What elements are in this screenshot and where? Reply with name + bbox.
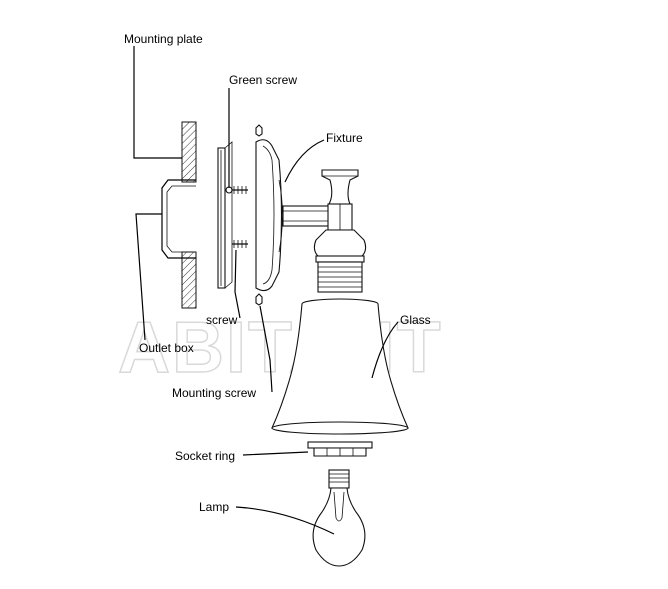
socket-ring [307, 441, 373, 457]
label-outlet-box: Outlet box [139, 341, 194, 355]
label-lamp: Lamp [199, 500, 229, 514]
label-socket-ring: Socket ring [175, 449, 235, 463]
threaded-nipple [317, 261, 363, 293]
label-green-screw: Green screw [229, 73, 297, 87]
outlet-box [161, 179, 196, 259]
mounting-plate [217, 141, 233, 289]
screw [232, 240, 248, 248]
glass-shade [271, 298, 409, 435]
label-glass: Glass [400, 313, 431, 327]
fixture-arm [282, 205, 330, 227]
label-mounting-screw: Mounting screw [172, 386, 256, 400]
mounting-screw-bottom [255, 293, 263, 306]
label-mounting-plate: Mounting plate [124, 32, 203, 46]
mounting-screw-top [255, 124, 263, 137]
leader-lines [133, 46, 399, 535]
fixture-body [313, 169, 367, 263]
label-fixture: Fixture [326, 131, 363, 145]
lamp-bulb [312, 469, 366, 567]
label-screw: screw [206, 313, 238, 327]
fixture-backplate [255, 139, 283, 292]
wall [181, 121, 197, 309]
